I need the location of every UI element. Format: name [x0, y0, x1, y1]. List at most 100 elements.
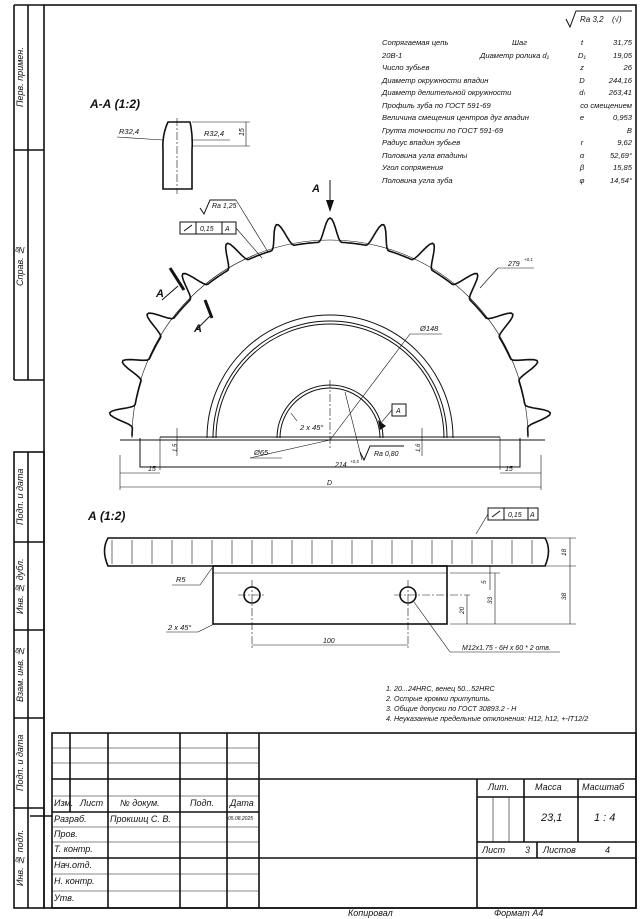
svg-text:А: А — [529, 512, 535, 519]
svg-text:2 x 45°: 2 x 45° — [299, 423, 323, 432]
svg-text:А: А — [193, 323, 202, 335]
param-label: Угол сопряжения — [382, 163, 444, 172]
side-strip-lines — [13, 4, 45, 909]
svg-text:5: 5 — [481, 580, 488, 584]
scale-value: 1 : 4 — [594, 812, 616, 824]
header-change: Изм. — [54, 798, 74, 808]
svg-text:+0,1: +0,1 — [524, 257, 533, 262]
svg-text:R32,4: R32,4 — [119, 127, 139, 136]
param-value: 14,54° — [609, 175, 632, 185]
side-label-dup-inv: Инв. № дубл. — [15, 558, 25, 614]
view-a-title: А (1:2) — [87, 509, 125, 523]
param-label: Диаметр делительной окружности — [382, 88, 512, 97]
svg-text:(√): (√) — [612, 15, 622, 24]
flange — [120, 436, 545, 470]
role-tech-control: Т. контр. — [54, 844, 93, 854]
note: 4. Неуказанные предельные отклонения: Н1… — [386, 714, 589, 723]
param-row: Сопрягаемая цепь Шаг t 31,75 — [382, 38, 632, 47]
note: 1. 20...24HRC, венец 50...52HRC — [386, 684, 495, 693]
param-label: Диаметр окружности впадин — [382, 75, 489, 85]
sheets-label: Листов — [543, 845, 576, 855]
svg-text:20: 20 — [459, 606, 466, 615]
role-checker: Пров. — [54, 829, 78, 839]
mass-label: Масса — [535, 782, 562, 792]
param-row: Угол сопряжения β 15,85 — [382, 163, 632, 176]
svg-text:R5: R5 — [176, 575, 186, 584]
side-label-replace-inv: Взам. инв. № — [15, 646, 25, 702]
developer-date: 05.08.2025 — [228, 816, 254, 822]
side-label-sign-date-2: Подп. и дата — [15, 734, 25, 792]
sheet-number: 3 — [525, 845, 531, 855]
note: 2. Острые кромки притупить. — [386, 694, 492, 703]
side-label-orig-inv: Инв. № подл. — [15, 829, 25, 887]
param-value: 9,62 — [617, 138, 632, 147]
role-approved: Утв. — [54, 893, 75, 903]
param-symbol: β — [579, 163, 585, 172]
sprocket-rim-side — [103, 537, 550, 567]
scale-label: Масштаб — [582, 782, 625, 792]
param-row: Половина угла зуба φ 14,54° — [382, 176, 632, 189]
svg-text:Ø65: Ø65 — [253, 448, 269, 457]
svg-text:А: А — [395, 408, 401, 415]
param-label: Число зубьев — [382, 63, 430, 72]
side-label-reference-no: Справ. № — [15, 244, 25, 286]
param-row: 20В-1 Диаметр ролика d₁ D₁ 19,05 — [382, 50, 632, 60]
tooth-section-hatched — [162, 121, 194, 190]
param-value: 15,85 — [612, 163, 632, 172]
svg-text:33: 33 — [487, 596, 494, 604]
param-value: 263,41 — [608, 88, 632, 97]
svg-text:А: А — [224, 226, 230, 233]
note: 3. Общие допуски по ГОСТ 30893.2 - Н — [386, 704, 517, 713]
side-label-primary-use: Перв. примен. — [15, 47, 25, 108]
param-symbol: D — [579, 75, 585, 85]
svg-text:38: 38 — [561, 592, 568, 600]
svg-text:D: D — [327, 480, 332, 487]
svg-text:100: 100 — [323, 638, 335, 645]
param-row: Профиль зуба по ГОСТ 591-69 со смещением — [382, 101, 632, 114]
svg-text:0,15: 0,15 — [508, 512, 522, 519]
svg-text:15: 15 — [505, 466, 513, 473]
sprocket-teeth-outline — [108, 217, 552, 437]
param-label: Половина угла зуба — [382, 175, 453, 185]
param-symbol: e — [579, 113, 585, 122]
role-dept-head: Нач.отд. — [54, 860, 92, 870]
header-sign: Подп. — [190, 798, 214, 808]
svg-text:Ra 3,2: Ra 3,2 — [580, 15, 604, 24]
header-date: Дата — [230, 798, 254, 808]
svg-text:+0,5: +0,5 — [350, 459, 359, 464]
lit-label: Лит. — [488, 782, 510, 792]
developer-name: Прокшиц С. В. — [110, 814, 171, 824]
param-label: Радиус впадин зубьев — [382, 138, 461, 147]
param-value: со смещением — [580, 100, 632, 110]
param-symbol: φ — [579, 175, 585, 185]
svg-text:M12x1.75 - 6H x 60 * 2 отв.: M12x1.75 - 6H x 60 * 2 отв. — [462, 645, 551, 652]
general-roughness-symbol: Ra 3,2 (√) — [565, 10, 632, 29]
role-developer: Разраб. — [54, 814, 87, 824]
svg-text:0,15: 0,15 — [200, 226, 214, 233]
side-label-sign-date: Подп. и дата — [15, 468, 25, 526]
svg-text:Ra 0,80: Ra 0,80 — [374, 451, 399, 458]
header-sheet: Лист — [80, 798, 104, 808]
svg-text:R32,4: R32,4 — [204, 129, 224, 138]
param-value: В — [626, 125, 632, 135]
param-symbol: α — [579, 150, 585, 160]
param-label: Профиль зуба по ГОСТ 591-69 — [382, 100, 491, 110]
svg-text:279: 279 — [507, 261, 520, 268]
param-symbol: z — [580, 63, 584, 72]
sheet-label: Лист — [482, 845, 506, 855]
format-label: Формат А4 — [494, 908, 544, 918]
param-value: 0,953 — [612, 113, 632, 122]
title-block-grid — [30, 732, 637, 909]
svg-text:А: А — [155, 288, 164, 300]
svg-text:2 x 45°: 2 x 45° — [167, 623, 191, 632]
header-doc-no: № докум. — [120, 798, 160, 808]
svg-text:1,6: 1,6 — [416, 443, 422, 452]
svg-text:Ø148: Ø148 — [419, 324, 439, 333]
